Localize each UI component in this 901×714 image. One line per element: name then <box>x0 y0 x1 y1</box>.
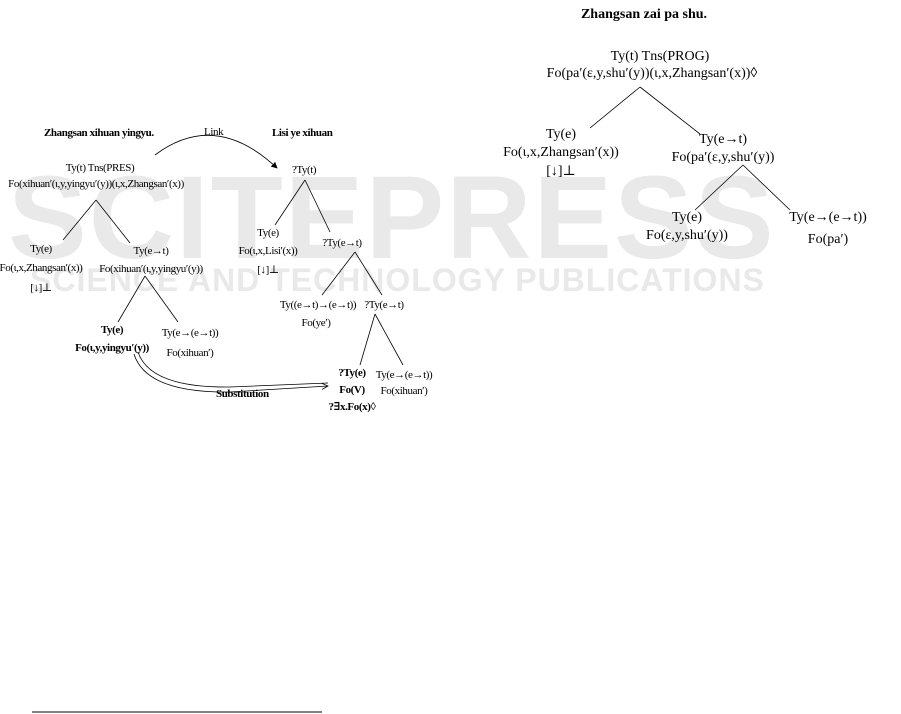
tree1-object-formula: Fo(ι,y,yingyu′(y)) <box>75 342 149 354</box>
edge-t1-pred-object <box>117 275 146 323</box>
tree1-subject-pointer: [↓]⊥ <box>30 282 52 294</box>
edge-t2-pred-inner <box>354 251 383 296</box>
substitution-arrow-lower <box>133 353 328 393</box>
tree2-subject-pointer: [↓]⊥ <box>257 264 279 276</box>
right-verb-type: Ty(e→(e→t)) <box>789 210 867 225</box>
right-predicate-formula: Fo(pa′(ε,y,shu′(y)) <box>671 150 775 165</box>
tree1-predicate-formula: Fo(xihuan′(ι,y,yingyu′(y)) <box>99 263 203 275</box>
watermark-main: SCITEPRESS <box>8 152 776 284</box>
edge-t2-root-subject <box>274 179 306 226</box>
tree2-object-requirement: ?∃x.Fo(x)◊ <box>328 401 376 413</box>
tree1-root-formula: Fo(xihuan′(ι,y,yingyu′(y))(ι,x,Zhangsan′… <box>8 178 184 190</box>
edge-t2-inner-verb <box>374 313 404 366</box>
tree2-adverb-formula: Fo(ye′) <box>301 317 331 329</box>
edge-t1-pred-verb <box>144 275 179 323</box>
right-predicate-type: Ty(e→t) <box>698 132 748 147</box>
tree1-subject-type: Ty(e) <box>30 243 52 255</box>
tree1-root-type: Ty(t) Tns(PRES) <box>65 162 135 174</box>
right-object-type: Ty(e) <box>671 210 703 225</box>
watermark-sub: SCIENCE AND TECHNOLOGY PUBLICATIONS <box>30 262 765 298</box>
tree2-root-type: ?Ty(t) <box>291 164 317 176</box>
right-root-formula: Fo(pa′(ε,y,shu′(y))(ι,x,Zhangsan′(x))◊ <box>546 66 758 81</box>
edge-r-root-subject <box>589 86 641 129</box>
tree1-title: Zhangsan xihuan yingyu. <box>44 127 154 139</box>
tree1-verb-type: Ty(e→(e→t)) <box>161 327 219 339</box>
link-label: Link <box>204 126 224 138</box>
edge-t2-root-predicate <box>304 179 331 233</box>
tree2-inner-predicate-type: ?Ty(e→t) <box>364 299 404 311</box>
edge-r-root-predicate <box>639 86 701 135</box>
right-title: Zhangsan zai pa shu. <box>580 7 708 22</box>
right-object-formula: Fo(ε,y,shu′(y)) <box>646 228 728 243</box>
edge-r-pred-object <box>694 164 744 211</box>
tree2-object-type: ?Ty(e) <box>338 367 366 379</box>
tree1-verb-formula: Fo(xihuan′) <box>166 347 214 359</box>
right-subject-type: Ty(e) <box>545 127 577 142</box>
substitution-arrow-upper <box>137 351 329 388</box>
tree1-object-type: Ty(e) <box>100 324 124 336</box>
link-arrow <box>154 135 278 169</box>
tree1-predicate-type: Ty(e→t) <box>133 245 169 257</box>
tree2-adverb-type: Ty((e→t)→(e→t)) <box>279 299 357 311</box>
tree2-subject-type: Ty(e) <box>257 227 279 239</box>
right-verb-formula: Fo(pa′) <box>807 232 849 247</box>
right-subject-pointer: [↓]⊥ <box>546 164 576 179</box>
right-root-type: Ty(t) Tns(PROG) <box>610 49 710 64</box>
tree2-verb-formula: Fo(xihuan′) <box>380 385 428 397</box>
substitution-label: Substitution <box>216 388 269 400</box>
right-subject-formula: Fo(ι,x,Zhangsan′(x)) <box>503 145 619 160</box>
tree1-subject-formula: Fo(ι,x,Zhangsan′(x)) <box>0 262 83 274</box>
edge-t1-root-subject <box>62 199 97 241</box>
edge-t2-pred-adverb <box>321 251 356 296</box>
tree2-subject-formula: Fo(ι,x,Lisi′(x)) <box>238 245 298 257</box>
tree2-title: Lisi ye xihuan <box>272 127 333 139</box>
edge-t2-inner-object <box>359 313 376 366</box>
tree2-object-formula: Fo(V) <box>339 384 365 396</box>
edge-t1-root-predicate <box>95 199 131 244</box>
tree2-predicate-type: ?Ty(e→t) <box>322 237 362 249</box>
edge-r-pred-verb <box>742 164 791 211</box>
tree2-verb-type: Ty(e→(e→t)) <box>375 369 433 381</box>
